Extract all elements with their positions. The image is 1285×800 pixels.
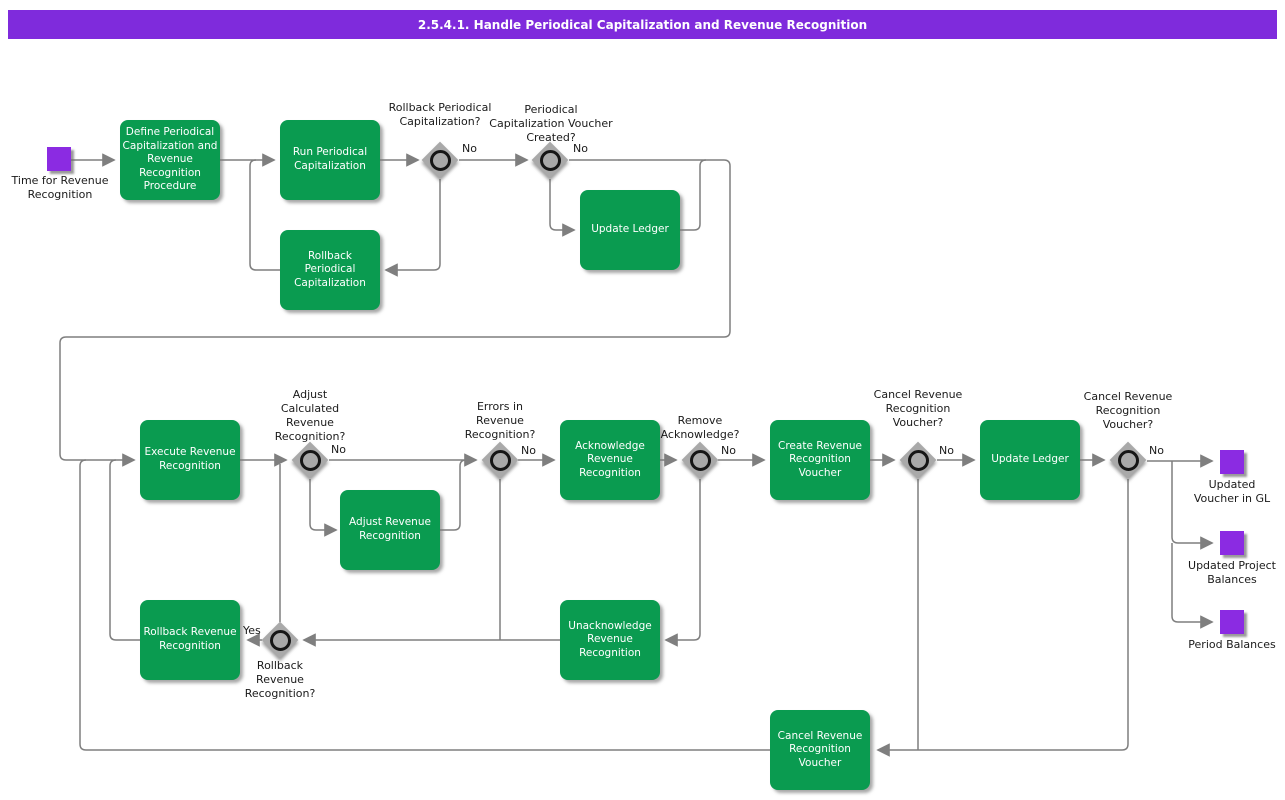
connector: [384, 179, 441, 277]
gateway-question: Adjust Calculated Revenue Recognition?: [274, 388, 346, 444]
gateway-adjust-calculated: [291, 441, 329, 479]
end-event-label: Updated Voucher in GL: [1193, 478, 1271, 506]
gateway-circle-icon: [539, 149, 561, 171]
connector: [876, 479, 1129, 757]
diagram-title-bar: 2.5.4.1. Handle Periodical Capitalizatio…: [8, 10, 1277, 39]
gateway-answer: No: [939, 444, 954, 457]
gateway-circle-icon: [689, 449, 711, 471]
gateway-circle-icon: [429, 149, 451, 171]
gateway-answer: No: [331, 443, 346, 456]
connector: [309, 479, 338, 537]
end-event-square: [1220, 531, 1244, 555]
gateway-question: Remove Acknowledge?: [660, 414, 740, 442]
process-rollback-revenue-recognition[interactable]: Rollback Revenue Recognition: [140, 600, 240, 680]
gateway-circle-icon: [1117, 449, 1139, 471]
gateway-circle-icon: [489, 449, 511, 471]
gateway-answer: No: [521, 444, 536, 457]
gateway-circle-icon: [299, 449, 321, 471]
end-event-label: Updated Project Balances: [1188, 559, 1276, 587]
gateway-answer: No: [721, 444, 736, 457]
connector: [664, 479, 701, 647]
process-unacknowledge-revenue-recognition[interactable]: Unacknowledge Revenue Recognition: [560, 600, 660, 680]
gateway-question: Cancel Revenue Recognition Voucher?: [1083, 390, 1173, 432]
gateway-question: Rollback Revenue Recognition?: [244, 659, 316, 701]
gateway-answer: No: [462, 142, 477, 155]
gateway-errors-in-revenue: [481, 441, 519, 479]
process-acknowledge-revenue-recognition[interactable]: Acknowledge Revenue Recognition: [560, 420, 660, 500]
gateway-circle-icon: [907, 449, 929, 471]
start-event-square: [47, 147, 71, 171]
gateway-question: Periodical Capitalization Voucher Create…: [489, 103, 613, 145]
process-update-ledger-top[interactable]: Update Ledger: [580, 190, 680, 270]
connector: [680, 159, 707, 231]
end-event-label: Period Balances: [1188, 638, 1276, 651]
end-event-square: [1220, 450, 1244, 474]
gateway-remove-acknowledge: [681, 441, 719, 479]
gateway-question: Cancel Revenue Recognition Voucher?: [873, 388, 963, 430]
process-run-periodical-capitalization[interactable]: Run Periodical Capitalization: [280, 120, 380, 200]
gateway-cancel-voucher-1: [899, 441, 937, 479]
gateway-answer: No: [1149, 444, 1164, 457]
process-adjust-revenue-recognition[interactable]: Adjust Revenue Recognition: [340, 490, 440, 570]
process-create-revenue-recognition-voucher[interactable]: Create Revenue Recognition Voucher: [770, 420, 870, 500]
process-rollback-periodical-capitalization[interactable]: Rollback Periodical Capitalization: [280, 230, 380, 310]
connector: [440, 459, 467, 531]
connector: [249, 159, 280, 271]
gateway-question: Rollback Periodical Capitalization?: [388, 101, 492, 129]
gateway-answer: No: [573, 142, 588, 155]
gateway-rollback-revenue: [261, 621, 299, 659]
process-cancel-revenue-recognition-voucher[interactable]: Cancel Revenue Recognition Voucher: [770, 710, 870, 790]
process-execute-revenue-recognition[interactable]: Execute Revenue Recognition: [140, 420, 240, 500]
gateway-cancel-voucher-2: [1109, 441, 1147, 479]
gateway-circle-icon: [269, 629, 291, 651]
connector: [109, 459, 140, 641]
gateway-question: Errors in Revenue Recognition?: [464, 400, 536, 442]
gateway-rollback-periodical: [421, 141, 459, 179]
gateway-voucher-created: [531, 141, 569, 179]
connector: [549, 179, 576, 237]
process-update-ledger-bottom[interactable]: Update Ledger: [980, 420, 1080, 500]
start-event-label: Time for Revenue Recognition: [11, 174, 109, 202]
process-define-procedure[interactable]: Define Periodical Capitalization and Rev…: [120, 120, 220, 200]
end-event-square: [1220, 610, 1244, 634]
gateway-answer: Yes: [243, 624, 261, 637]
